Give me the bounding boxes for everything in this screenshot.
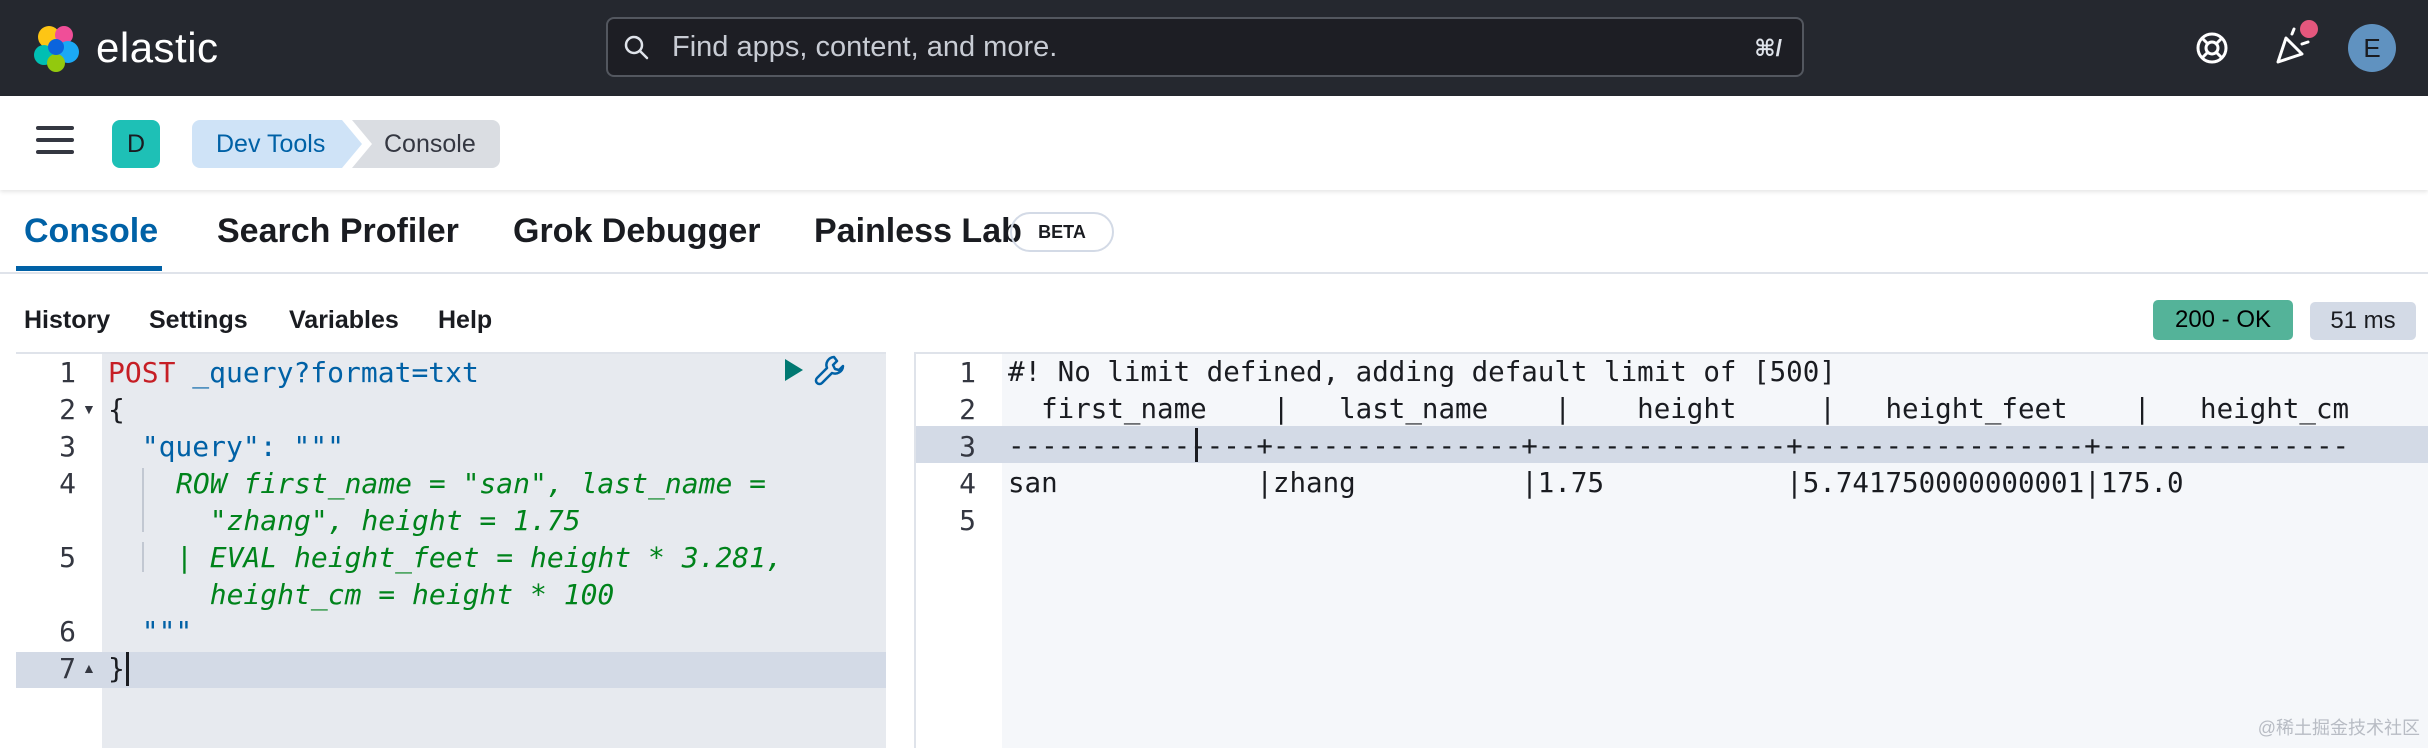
- request-line-7: }: [108, 652, 125, 685]
- response-editor[interactable]: 1 2 3 4 5 #! No limit defined, adding de…: [914, 352, 2428, 748]
- settings-button[interactable]: Settings: [149, 306, 248, 334]
- tab-painless-lab[interactable]: Painless Lab: [814, 212, 1022, 250]
- request-editor[interactable]: 1 2 ▼ 3 4 5 6 7 ▲ POST _query?format=txt…: [16, 352, 886, 748]
- fold-arrow-icon[interactable]: ▼: [82, 401, 96, 417]
- response-time-badge: 51 ms: [2310, 302, 2416, 340]
- help-lifebuoy-icon[interactable]: [2188, 24, 2236, 72]
- search-shortcut-hint: ⌘/: [1754, 35, 1782, 61]
- tab-search-profiler[interactable]: Search Profiler: [217, 212, 459, 250]
- active-line-highlight: [16, 652, 886, 688]
- request-line-2: {: [108, 393, 125, 426]
- beta-badge: BETA: [1010, 212, 1114, 252]
- response-code-area[interactable]: [1002, 354, 2428, 748]
- search-placeholder: Find apps, content, and more.: [672, 31, 1058, 63]
- text-cursor: [1195, 428, 1198, 462]
- request-url: _query?format=txt: [192, 356, 479, 389]
- help-button[interactable]: Help: [438, 306, 493, 334]
- tab-console[interactable]: Console: [24, 212, 159, 250]
- news-feed-cheer-icon[interactable]: [2268, 24, 2316, 72]
- line-number: 4: [59, 467, 76, 500]
- request-line-5: | EVAL height_feet = height * 3.281,: [176, 541, 783, 574]
- send-request-play-icon[interactable]: [778, 355, 808, 385]
- line-number: 6: [59, 615, 76, 648]
- request-line-3: "query": """: [108, 430, 345, 463]
- fold-arrow-icon[interactable]: ▲: [82, 660, 96, 676]
- request-line-1: POST _query?format=txt: [108, 354, 479, 391]
- request-line-6: """: [108, 615, 193, 648]
- line-number: 3: [959, 430, 976, 463]
- space-avatar[interactable]: D: [112, 120, 160, 168]
- hamburger-menu-button[interactable]: [36, 126, 74, 160]
- line-number: 5: [959, 504, 976, 537]
- line-number: 2: [959, 393, 976, 426]
- line-number: 4: [959, 467, 976, 500]
- response-line-2: first_name | last_name | height | height…: [1008, 393, 2399, 425]
- request-line-4: ROW first_name = "san", last_name =: [176, 467, 767, 500]
- request-options-wrench-icon[interactable]: [812, 352, 848, 388]
- search-icon: [624, 35, 649, 60]
- http-method: POST: [108, 356, 176, 389]
- breadcrumb-console: Console: [352, 120, 500, 168]
- line-number: 5: [59, 541, 76, 574]
- line-number: 1: [959, 356, 976, 389]
- notification-dot: [2300, 20, 2318, 38]
- user-avatar[interactable]: E: [2348, 24, 2396, 72]
- line-number: 3: [59, 430, 76, 463]
- response-gutter: [916, 354, 1002, 748]
- active-tab-indicator: [16, 266, 162, 271]
- tab-grok-debugger[interactable]: Grok Debugger: [513, 212, 761, 250]
- elastic-logo-text: elastic: [96, 24, 219, 71]
- top-header: elastic Find apps, content, and more. ⌘/…: [0, 0, 2428, 96]
- breadcrumb-bar: D Dev Tools Console: [0, 96, 2428, 190]
- elastic-logo-icon[interactable]: [32, 22, 82, 74]
- variables-button[interactable]: Variables: [289, 306, 399, 334]
- line-number: 1: [59, 356, 76, 389]
- breadcrumb-dev-tools[interactable]: Dev Tools: [192, 120, 362, 168]
- response-status-badge: 200 - OK: [2153, 300, 2293, 340]
- line-number: 7: [59, 652, 76, 685]
- watermark: @稀土掘金技术社区: [2257, 718, 2420, 738]
- response-line-3: ---------------+---------------+--------…: [1008, 430, 2350, 462]
- indent-guide: [142, 468, 144, 532]
- response-line-4: san |zhang |1.75 |5.741750000000001|175.…: [1008, 467, 2350, 499]
- dev-tools-tabs: Console Search Profiler Grok Debugger Pa…: [0, 190, 2428, 274]
- menu-line: [36, 138, 74, 142]
- request-line-5-wrap: height_cm = height * 100: [176, 578, 615, 611]
- menu-line: [36, 150, 74, 154]
- indent-guide: [142, 542, 144, 572]
- active-line-highlight: [916, 426, 2428, 463]
- line-number: 2: [59, 393, 76, 426]
- history-button[interactable]: History: [24, 306, 111, 334]
- menu-line: [36, 126, 74, 130]
- text-cursor: [126, 652, 129, 686]
- response-line-1: #! No limit defined, adding default limi…: [1008, 356, 1836, 388]
- global-search-input[interactable]: Find apps, content, and more. ⌘/: [606, 17, 1804, 77]
- request-line-4-wrap: "zhang", height = 1.75: [176, 504, 581, 537]
